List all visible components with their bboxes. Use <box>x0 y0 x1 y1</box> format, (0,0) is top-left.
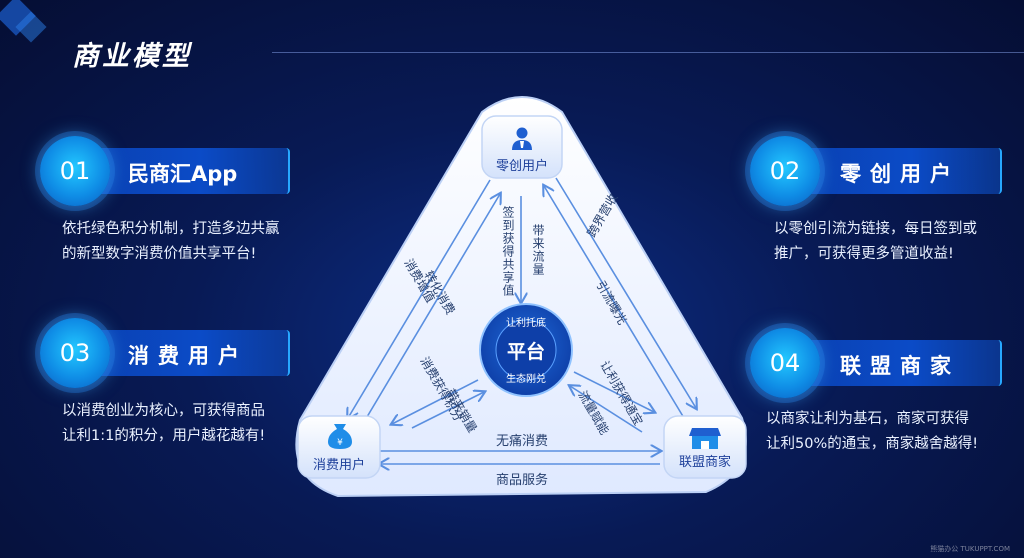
arrow-center-to-right <box>573 371 654 412</box>
label-top-center-right: 带来流量 <box>531 224 545 276</box>
watermark: 熊猫办公 TUKUPPT.COM <box>930 545 1010 553</box>
page-title: 商业模型 <box>72 41 192 72</box>
edge-arrows <box>348 177 696 464</box>
arrow-right-to-center <box>570 386 643 433</box>
center-bottom-text: 生态刚兑 <box>506 372 546 385</box>
card-02-number: 02 <box>750 136 820 206</box>
arrow-left-to-center <box>411 392 484 429</box>
card-03-desc: 以消费创业为核心，可获得商品 让利1:1的积分，用户越花越有! <box>62 399 265 449</box>
node-right-label: 联盟商家 <box>679 454 731 470</box>
card-02-desc-line2: 推广，可获得更多管道收益! <box>774 246 954 262</box>
yen-bag-icon: ¥ <box>328 424 352 449</box>
card-04-desc-line1: 以商家让利为基石，商家可获得 <box>766 411 969 427</box>
card-03-desc-line1: 以消费创业为核心，可获得商品 <box>62 403 265 419</box>
card-04-desc: 以商家让利为基石，商家可获得 让利50%的通宝，商家越舍越得! <box>766 407 978 457</box>
user-tie-icon <box>512 127 532 150</box>
arrow-top-to-right <box>555 177 696 408</box>
title-divider <box>272 52 1024 53</box>
corner-decoration <box>0 0 47 43</box>
label-top-center-left: 签到获得共享值 <box>501 205 515 297</box>
arrow-left-to-top <box>357 194 500 433</box>
node-right: 联盟商家 <box>663 415 747 479</box>
svg-text:¥: ¥ <box>337 438 343 448</box>
arrow-right-to-top <box>544 186 685 419</box>
card-01-title: 民商汇App <box>128 162 238 186</box>
node-left: ¥ 消费用户 <box>297 415 381 479</box>
card-03-desc-line2: 让利1:1的积分，用户越花越有! <box>62 428 266 444</box>
store-icon <box>689 428 721 449</box>
node-left-label: 消费用户 <box>313 457 365 473</box>
card-04-number: 04 <box>750 328 820 398</box>
card-02-desc: 以零创引流为链接，每日签到或 推广，可获得更多管道收益! <box>774 217 977 267</box>
card-01-number: 01 <box>40 136 110 206</box>
center-title: 平台 <box>507 340 545 363</box>
card-02-title: 零创用户 <box>840 162 960 186</box>
label-bottom-bottom: 商品服务 <box>496 472 548 488</box>
arrow-top-to-left <box>348 179 491 418</box>
card-03-number: 03 <box>40 318 110 388</box>
label-bottom-top: 无痛消费 <box>496 433 548 449</box>
card-01-desc: 依托绿色积分机制，打造多边共赢 的新型数字消费价值共享平台! <box>62 217 280 267</box>
center-top-text: 让利托底 <box>506 316 546 329</box>
arrow-center-to-left <box>392 379 479 424</box>
card-03-title: 消费用户 <box>128 344 248 368</box>
platform-center: 让利托底 平台 生态刚兑 <box>479 303 573 397</box>
card-01-desc-line1: 依托绿色积分机制，打造多边共赢 <box>62 221 280 237</box>
card-02-desc-line1: 以零创引流为链接，每日签到或 <box>774 221 977 237</box>
card-04-desc-line2: 让利50%的通宝，商家越舍越得! <box>766 436 979 452</box>
node-top: 零创用户 <box>481 115 563 179</box>
card-04-title: 联盟商家 <box>840 354 960 378</box>
card-01-desc-line2: 的新型数字消费价值共享平台! <box>62 246 257 262</box>
node-top-label: 零创用户 <box>496 158 548 174</box>
